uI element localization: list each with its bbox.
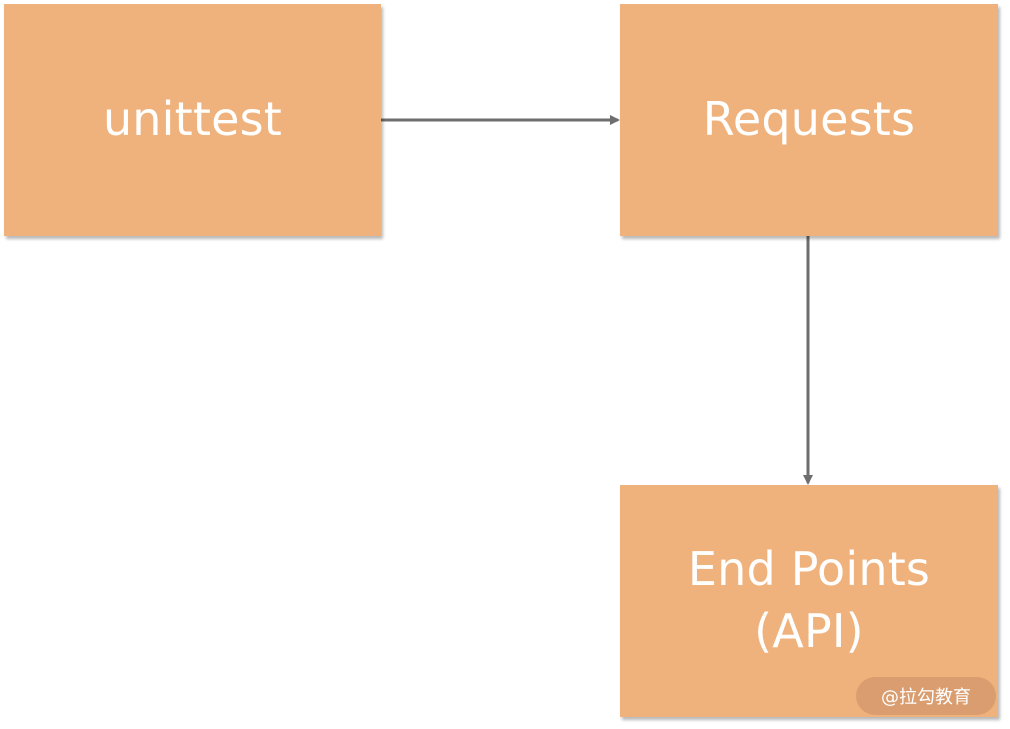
node-endpoints: End Points (API) bbox=[620, 485, 998, 717]
watermark-text: @拉勾教育 bbox=[881, 687, 971, 708]
node-requests-text: Requests bbox=[702, 92, 916, 147]
node-endpoints-text-line2: (API) bbox=[754, 604, 864, 658]
node-endpoints-text-line1: End Points bbox=[687, 542, 931, 597]
node-endpoints-label: End Points (API) bbox=[688, 539, 930, 662]
node-unittest-text: unittest bbox=[102, 92, 283, 147]
node-requests: Requests bbox=[620, 4, 998, 236]
node-requests-label: Requests bbox=[703, 89, 915, 151]
node-unittest: unittest bbox=[4, 4, 381, 236]
node-unittest-label: unittest bbox=[103, 89, 282, 151]
watermark-badge: @拉勾教育 bbox=[856, 677, 996, 715]
